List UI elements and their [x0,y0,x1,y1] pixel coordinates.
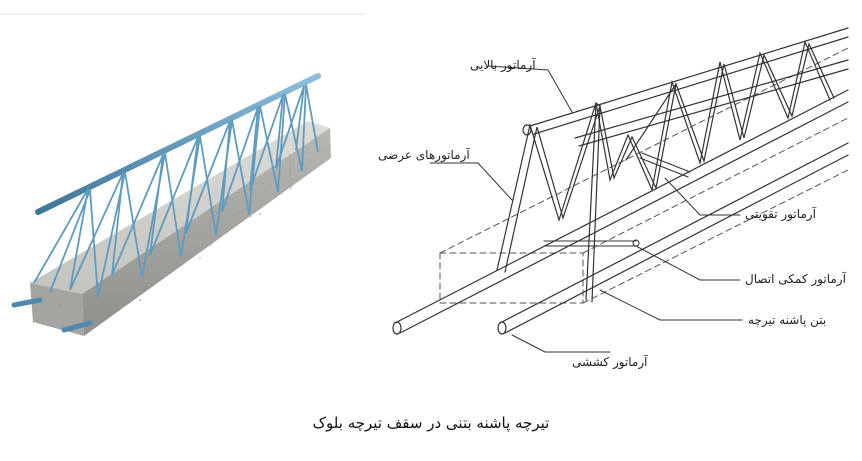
leader-heel [599,289,743,321]
label-top-rebar: آرماتور بالایی [470,58,536,72]
label-heel-concrete: بتن پاشنه تیرچه [748,313,827,327]
heel-dashed-outline [439,47,849,304]
top-rod-3d [35,73,321,215]
leader-top-rebar [487,65,573,113]
label-tension-rebar: آرماتور کششی [572,355,648,369]
leader-cross-rebar [429,162,513,201]
leader-lines [429,65,743,353]
bottom-rebars-3d [11,297,93,333]
label-connection-rebar: آرماتور کمکی اتصال [745,272,846,286]
joist-3d-render [11,73,331,336]
joist-technical-drawing [392,27,849,353]
reinforcing-bar [639,152,691,178]
concrete-heel-front [82,128,331,336]
zigzag-3d [33,84,319,298]
zigzag-web [496,40,835,303]
bottom-rods [392,89,849,335]
label-cross-rebar: آرماتورهای عرضی [378,148,470,162]
label-reinforcing-rebar: آرماتور تقویتی [745,207,816,221]
concrete-heel-end [30,283,84,336]
connection-rod [543,239,640,247]
concrete-heel-top [30,121,330,294]
leader-connection [635,245,741,281]
leader-reinforcing [664,177,741,216]
leader-tension [511,334,611,353]
figure-caption: تیرچه پاشنه بتنی در سقف تیرچه بلوک [312,414,550,432]
